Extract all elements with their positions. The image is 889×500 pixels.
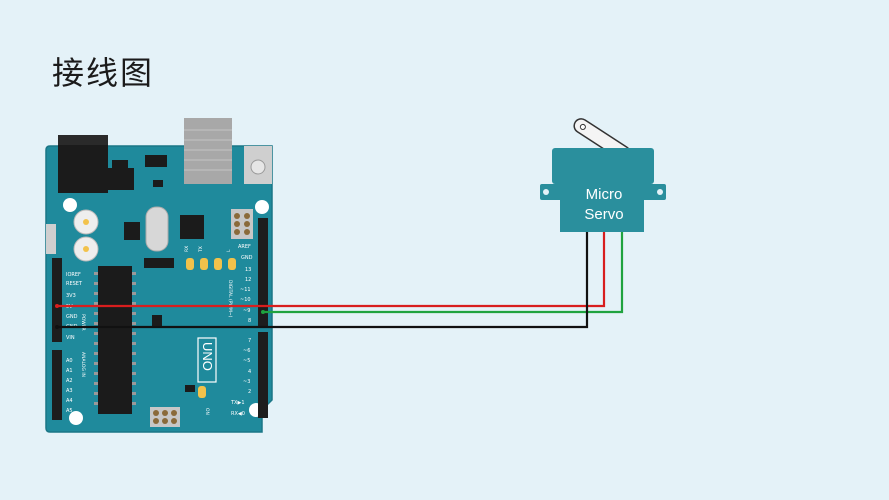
pin-label-10: ~10 xyxy=(240,297,251,303)
pin-label-reset: RESET xyxy=(66,281,83,287)
pin-label-tx1: TX▶1 xyxy=(230,400,245,406)
dc-barrel-jack-top xyxy=(58,135,108,145)
wire-endpoint xyxy=(55,325,59,329)
usb-connector xyxy=(184,118,232,184)
smd-component xyxy=(152,315,162,327)
pin-label-a2: A2 xyxy=(66,378,73,384)
servo-body xyxy=(560,184,644,232)
pin-label-gnd-3: GND xyxy=(241,255,253,261)
smd-component xyxy=(185,385,195,392)
led-labels: RX TX L ON xyxy=(184,246,232,415)
capacitor-mark xyxy=(83,246,89,252)
led-label-l: L xyxy=(226,249,232,252)
digital-bottom-labels: 7 ~6 ~5 4 ~3 2 TX▶1 RX◀0 xyxy=(230,338,251,417)
uno-logo: UNO xyxy=(197,337,217,383)
right-bottom-header xyxy=(258,332,268,418)
smd-component xyxy=(145,155,167,167)
led-label-rx: RX xyxy=(184,246,190,252)
pin-label-4: 4 xyxy=(248,369,251,375)
pin-label-8: 8 xyxy=(248,318,251,324)
resistor-array xyxy=(124,222,140,240)
pin-label-13: 13 xyxy=(245,267,251,273)
capacitor-mark xyxy=(83,219,89,225)
digital-top-labels: AREF GND 13 12 ~11 ~10 ~9 8 DIGITAL (PWM… xyxy=(227,244,253,324)
side-component xyxy=(46,224,56,254)
pin-label-a3: A3 xyxy=(66,388,73,394)
wires xyxy=(57,232,624,329)
resistor-array xyxy=(144,258,174,268)
pin-label-a5: A5 xyxy=(66,408,73,414)
pin-label-2: 2 xyxy=(248,389,251,395)
right-top-header xyxy=(258,218,268,326)
icsp-header xyxy=(150,407,180,427)
pin-label-gnd-1: GND xyxy=(66,314,78,320)
pin-label-9: ~9 xyxy=(243,308,250,314)
atmega-chip-legs xyxy=(94,272,136,405)
wire-5v-power xyxy=(57,232,606,308)
led-label-tx: TX xyxy=(198,246,204,253)
usb-connector-ridges xyxy=(184,129,232,171)
pin-label-rx0: RX◀0 xyxy=(231,411,245,417)
pin-label-12: 12 xyxy=(245,277,251,283)
reset-button-cap xyxy=(250,159,266,175)
pin-label-a4: A4 xyxy=(66,398,73,404)
mount-hole xyxy=(69,411,83,425)
smd-component xyxy=(153,180,163,187)
servo-label-line2: Servo xyxy=(584,206,623,223)
wire-endpoint xyxy=(261,310,265,314)
arduino-uno-board: RX TX L ON UNO IOREF RESET 3V3 5V GND GN… xyxy=(45,118,273,433)
servo-mount-hole xyxy=(657,189,663,195)
servo-top xyxy=(552,148,654,184)
led-label-on: ON xyxy=(204,408,210,415)
micro-servo: Micro Servo xyxy=(540,118,666,232)
pin-label-a1: A1 xyxy=(66,368,73,374)
servo-label-line1: Micro xyxy=(586,186,623,203)
pin-label-3: ~3 xyxy=(243,379,250,385)
wire-signal-pin9 xyxy=(263,232,624,314)
usb-controller-chip xyxy=(180,215,204,239)
board-model-label: UNO xyxy=(200,342,215,371)
pin-label-5: ~5 xyxy=(243,358,250,364)
pin-label-aref: AREF xyxy=(238,244,251,250)
analog-labels: A0 A1 A2 A3 A4 A5 ANALOG IN xyxy=(66,352,86,414)
pin-label-3v3: 3V3 xyxy=(66,293,76,299)
page-title: 接线图 xyxy=(52,54,155,92)
atmega-chip xyxy=(98,266,132,414)
voltage-regulator-tab xyxy=(112,160,128,168)
analog-section-label: ANALOG IN xyxy=(80,352,86,377)
left-power-header xyxy=(52,258,62,342)
pin-label-ioref: IOREF xyxy=(66,272,81,278)
digital-section-label: DIGITAL (PWM~) xyxy=(227,280,233,318)
power-section-label: POWER xyxy=(80,314,86,331)
pin-label-11: ~11 xyxy=(240,287,251,293)
left-analog-header xyxy=(52,350,62,420)
mount-hole xyxy=(63,198,77,212)
wire-ground xyxy=(57,232,589,329)
pin-label-7: 7 xyxy=(248,338,251,344)
mount-hole xyxy=(255,200,269,214)
crystal xyxy=(145,206,169,252)
led-indicators xyxy=(186,258,236,398)
voltage-regulator xyxy=(106,168,134,190)
pin-label-vin: VIN xyxy=(66,335,75,341)
pin-label-6: ~6 xyxy=(243,348,250,354)
icsp-header xyxy=(231,209,253,239)
pin-label-a0: A0 xyxy=(66,358,73,364)
wire-endpoint xyxy=(55,304,59,308)
wire-endpoints xyxy=(55,304,265,329)
servo-mount-hole xyxy=(543,189,549,195)
